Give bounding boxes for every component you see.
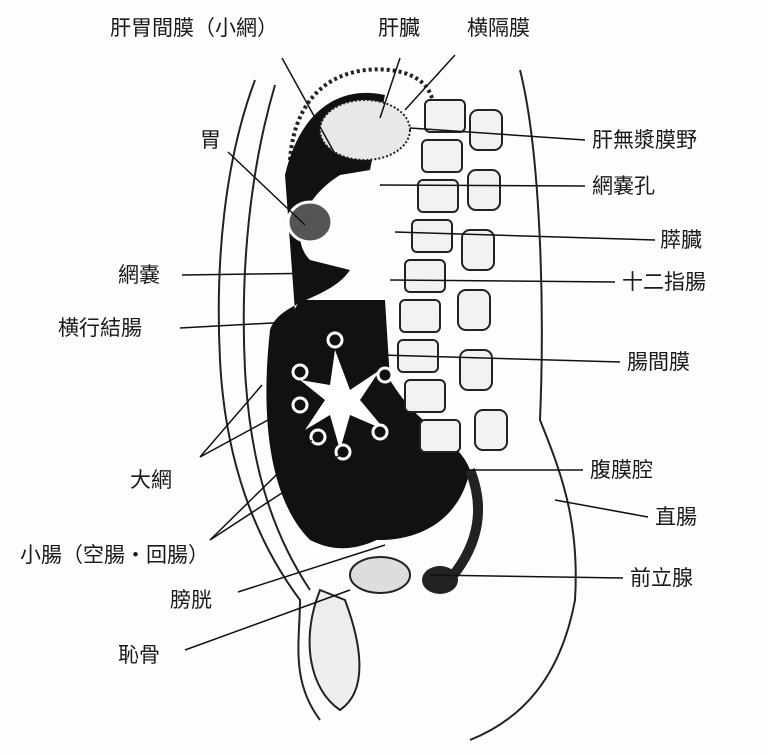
label-duodenum: 十二指腸	[622, 270, 706, 294]
label-pubis: 恥骨	[118, 643, 160, 667]
prostate-shape	[422, 566, 458, 594]
label-rectum: 直腸	[655, 505, 697, 529]
label-transverse-colon: 横行結腸	[58, 316, 142, 340]
label-mesentery: 腸間膜	[627, 350, 690, 374]
stomach-shape	[286, 200, 334, 244]
label-bare-area: 肝無漿膜野	[592, 128, 697, 152]
liver-shape	[319, 99, 411, 161]
label-liver: 肝臓	[378, 16, 420, 40]
label-greater-omentum: 大網	[130, 468, 172, 492]
posterior-body-wall	[469, 69, 577, 741]
label-lesser-omentum: 肝胃間膜（小網）	[110, 16, 278, 40]
label-prostate: 前立腺	[630, 566, 693, 590]
mesentery-shape	[300, 350, 385, 450]
label-pancreas: 膵臓	[660, 228, 702, 252]
label-omental-foramen: 網嚢孔	[592, 174, 655, 198]
label-omental-bursa: 網嚢	[118, 263, 160, 287]
label-small-intestine: 小腸（空腸・回腸）	[20, 543, 209, 567]
vertebral-column	[397, 99, 508, 453]
anterior-body-wall	[217, 79, 321, 721]
bladder-shape	[349, 556, 411, 594]
pubis-shape	[308, 588, 361, 712]
anterior-body-wall-inner	[242, 84, 311, 591]
label-stomach: 胃	[200, 128, 221, 152]
label-bladder: 膀胱	[170, 588, 212, 612]
label-peritoneal-cavity: 腹膜腔	[590, 458, 653, 482]
label-diaphragm: 横隔膜	[467, 16, 530, 40]
leader-lines	[179, 54, 656, 651]
